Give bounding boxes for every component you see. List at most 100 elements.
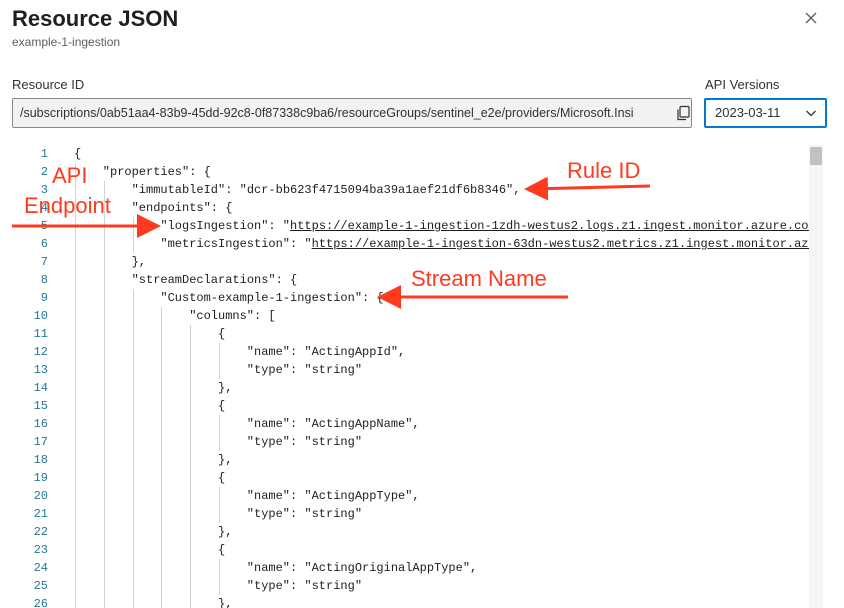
code-line: "properties": { — [103, 163, 211, 181]
line-number: 3 — [40, 183, 48, 197]
code-text: "name": "ActingAppId", — [246, 345, 406, 359]
code-text: "metricsIngestion": " — [160, 237, 312, 251]
code-text: }, — [218, 453, 233, 467]
code-line: "immutableId": "dcr-bb623f4715094ba39a1a… — [132, 181, 521, 199]
line-number: 24 — [33, 561, 48, 575]
code-text: "immutableId": "dcr-bb623f4715094ba39a1a… — [131, 183, 521, 197]
code-line: { — [218, 325, 225, 343]
panel-title: Resource JSON — [12, 6, 179, 31]
code-line: }, — [218, 451, 232, 469]
line-number: 8 — [40, 273, 48, 287]
code-line: "metricsIngestion": "https://example-1-i… — [160, 235, 823, 253]
line-number: 26 — [33, 597, 48, 608]
code-text: "name": "ActingAppName", — [246, 417, 420, 431]
code-line: }, — [218, 595, 232, 608]
code-line: "Custom-example-1-ingestion": { — [160, 289, 383, 307]
code-line: { — [218, 397, 225, 415]
line-number: 17 — [33, 435, 48, 449]
line-number: 2 — [40, 165, 48, 179]
chevron-down-icon — [806, 110, 816, 117]
line-number: 7 — [40, 255, 48, 269]
code-line: "name": "ActingAppName", — [247, 415, 420, 433]
indent-guide — [219, 559, 220, 595]
code-line: "logsIngestion": "https://example-1-inge… — [160, 217, 823, 235]
api-versions-dropdown[interactable]: 2023-03-11 — [704, 98, 827, 128]
line-number: 4 — [40, 201, 48, 215]
code-text: }, — [218, 525, 233, 539]
line-number: 19 — [33, 471, 48, 485]
code-text: "name": "ActingOriginalAppType", — [246, 561, 478, 575]
code-text: }, — [218, 597, 233, 608]
code-line: { — [218, 469, 225, 487]
code-text: "properties": { — [102, 165, 211, 179]
resource-id-value: /subscriptions/0ab51aa4-83b9-45dd-92c8-0… — [20, 106, 634, 120]
code-url-link[interactable]: https://example-1-ingestion-63dn-westus2… — [311, 237, 823, 251]
code-line: "type": "string" — [247, 361, 362, 379]
code-text: "name": "ActingAppType", — [246, 489, 420, 503]
code-line: }, — [218, 523, 232, 541]
code-line: "streamDeclarations": { — [132, 271, 298, 289]
line-number: 25 — [33, 579, 48, 593]
code-text: "logsIngestion": " — [160, 219, 291, 233]
code-text: "Custom-example-1-ingestion": { — [160, 291, 384, 305]
copy-icon[interactable] — [675, 105, 691, 121]
code-line: }, — [218, 379, 232, 397]
annotation-stream-name: Stream Name — [411, 266, 547, 291]
scrollbar-thumb[interactable] — [810, 147, 822, 165]
indent-guide — [132, 289, 134, 608]
code-text: { — [218, 543, 226, 557]
code-line: { — [74, 145, 81, 163]
resource-id-field[interactable]: /subscriptions/0ab51aa4-83b9-45dd-92c8-0… — [12, 98, 692, 128]
annotation-api: API — [52, 163, 88, 188]
code-text: "type": "string" — [246, 435, 363, 449]
indent-guide — [190, 325, 192, 608]
code-text: "type": "string" — [246, 507, 363, 521]
indent-guide — [103, 181, 105, 608]
line-number: 23 — [33, 543, 48, 557]
line-number: 11 — [33, 327, 48, 341]
line-number: 9 — [40, 291, 48, 305]
close-icon[interactable] — [802, 9, 820, 27]
line-number: 1 — [40, 147, 48, 161]
code-area[interactable]: { "properties": { "immutableId": "dcr-bb62… — [74, 145, 824, 608]
code-text: "type": "string" — [246, 363, 363, 377]
code-url-link[interactable]: https://example-1-ingestion-1zdh-westus2… — [290, 219, 816, 233]
code-text: { — [218, 327, 226, 341]
indent-guide — [219, 487, 220, 523]
code-line: "name": "ActingAppId", — [247, 343, 405, 361]
indent-guide — [75, 163, 76, 608]
code-text: { — [218, 399, 226, 413]
panel-subtitle: example-1-ingestion — [12, 35, 121, 49]
code-line: "name": "ActingAppType", — [247, 487, 420, 505]
line-number: 14 — [33, 381, 48, 395]
api-version-selected: 2023-03-11 — [715, 105, 781, 120]
code-text: "streamDeclarations": { — [131, 273, 298, 287]
line-number: 5 — [40, 219, 48, 233]
code-text: "columns": [ — [189, 309, 276, 323]
indent-guide — [219, 343, 220, 379]
line-number: 12 — [33, 345, 48, 359]
line-number: 10 — [33, 309, 48, 323]
code-line: }, — [132, 253, 146, 271]
indent-guide — [132, 217, 134, 253]
code-text: "type": "string" — [246, 579, 363, 593]
resource-id-label: Resource ID — [12, 77, 85, 92]
code-text: "endpoints": { — [131, 201, 233, 215]
api-versions-label: API Versions — [705, 77, 780, 92]
code-text: }, — [131, 255, 146, 269]
line-number: 20 — [33, 489, 48, 503]
code-line: "columns": [ — [189, 307, 275, 325]
code-text: { — [74, 147, 82, 161]
code-text: { — [218, 471, 226, 485]
code-line: "type": "string" — [247, 505, 362, 523]
code-line: "type": "string" — [247, 433, 362, 451]
vertical-scrollbar[interactable] — [809, 145, 823, 608]
code-line: { — [218, 541, 225, 559]
code-text: }, — [218, 381, 233, 395]
line-number: 16 — [33, 417, 48, 431]
code-line: "type": "string" — [247, 577, 362, 595]
indent-guide — [219, 415, 220, 451]
annotation-endpoint: Endpoint — [24, 193, 111, 218]
